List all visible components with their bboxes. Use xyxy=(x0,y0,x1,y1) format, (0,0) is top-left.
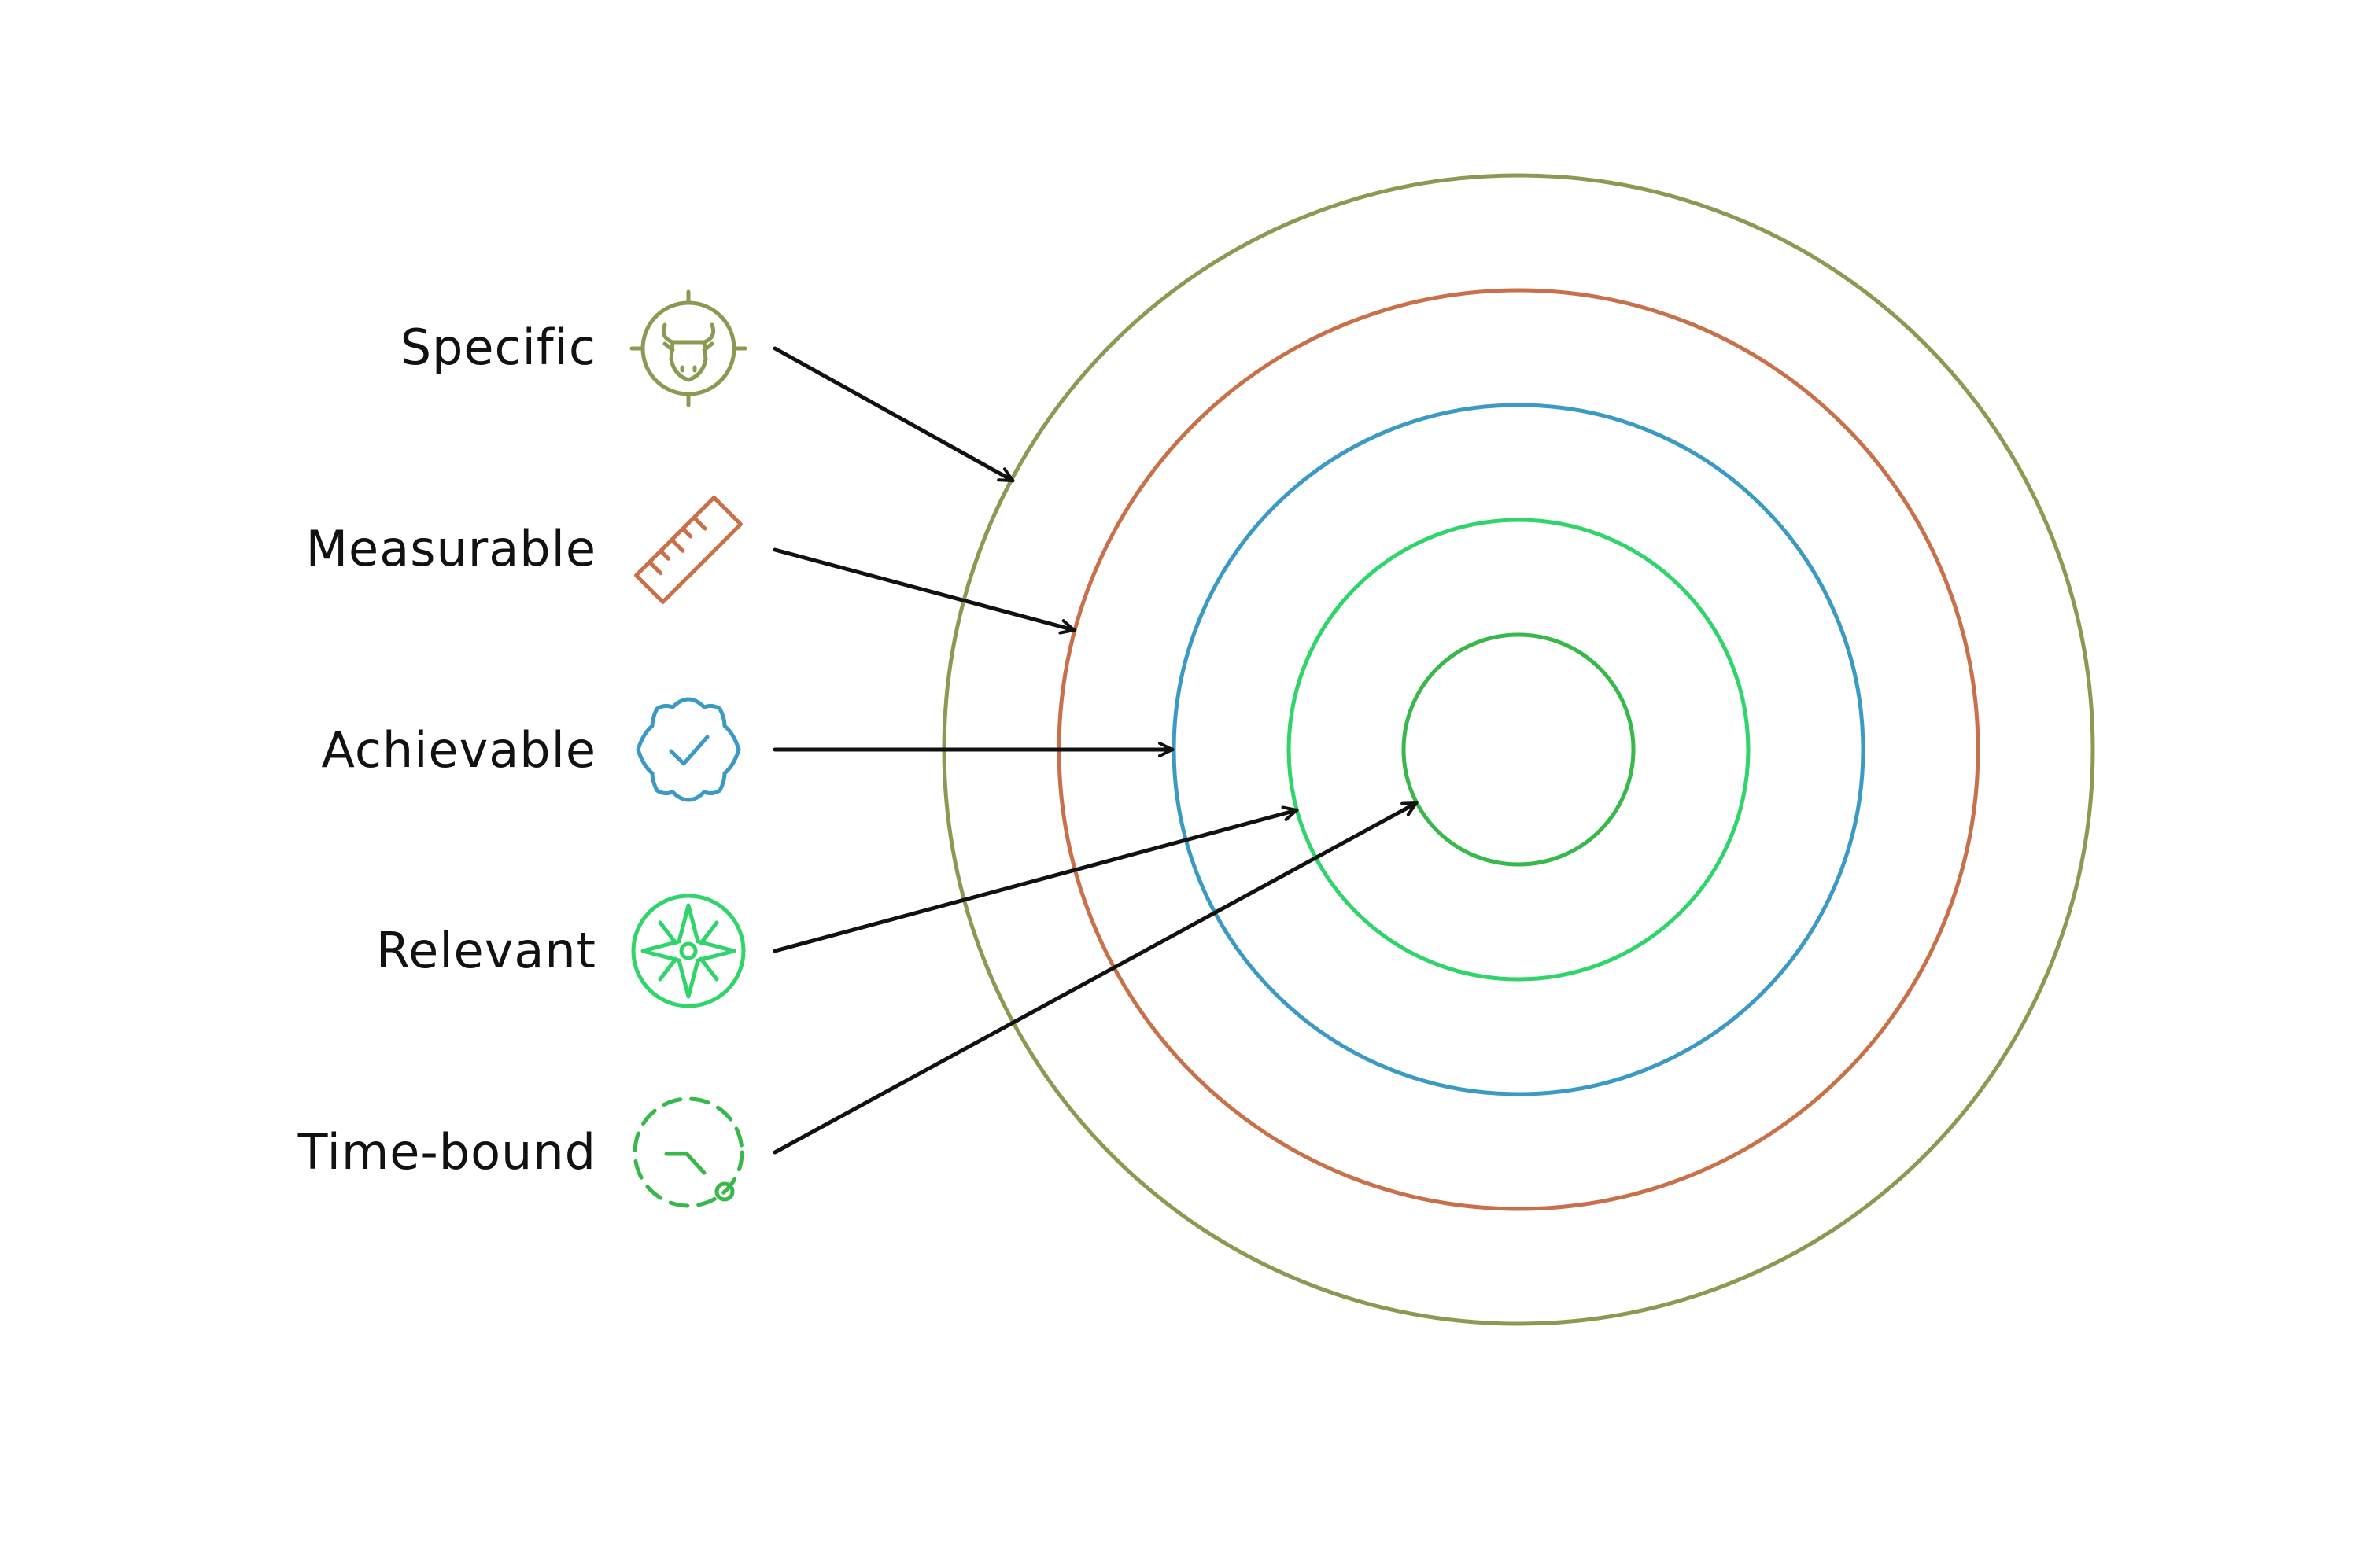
target-rings xyxy=(942,173,2095,1326)
ring-time-bound xyxy=(1401,632,1636,867)
dashed-clock-icon xyxy=(633,1096,744,1208)
arrows xyxy=(773,346,1419,1155)
arrow-time-bound xyxy=(773,801,1419,1155)
target-bull-icon xyxy=(629,289,747,407)
labels: Specific Measurable Achievable Relevant … xyxy=(297,319,596,1181)
label-measurable: Measurable xyxy=(306,520,596,577)
ring-achievable xyxy=(1172,403,1865,1096)
check-badge-icon xyxy=(636,697,741,802)
ring-relevant xyxy=(1286,518,1751,982)
arrow-specific xyxy=(773,346,1015,483)
ruler-icon xyxy=(634,496,743,604)
label-achievable: Achievable xyxy=(322,721,597,779)
ring-measurable xyxy=(1057,288,1980,1211)
label-relevant: Relevant xyxy=(376,922,596,979)
arrow-relevant xyxy=(773,805,1299,953)
compass-star-icon xyxy=(631,894,746,1008)
label-time-bound: Time-bound xyxy=(297,1123,596,1181)
label-specific: Specific xyxy=(400,319,596,376)
arrow-measurable xyxy=(773,547,1076,635)
